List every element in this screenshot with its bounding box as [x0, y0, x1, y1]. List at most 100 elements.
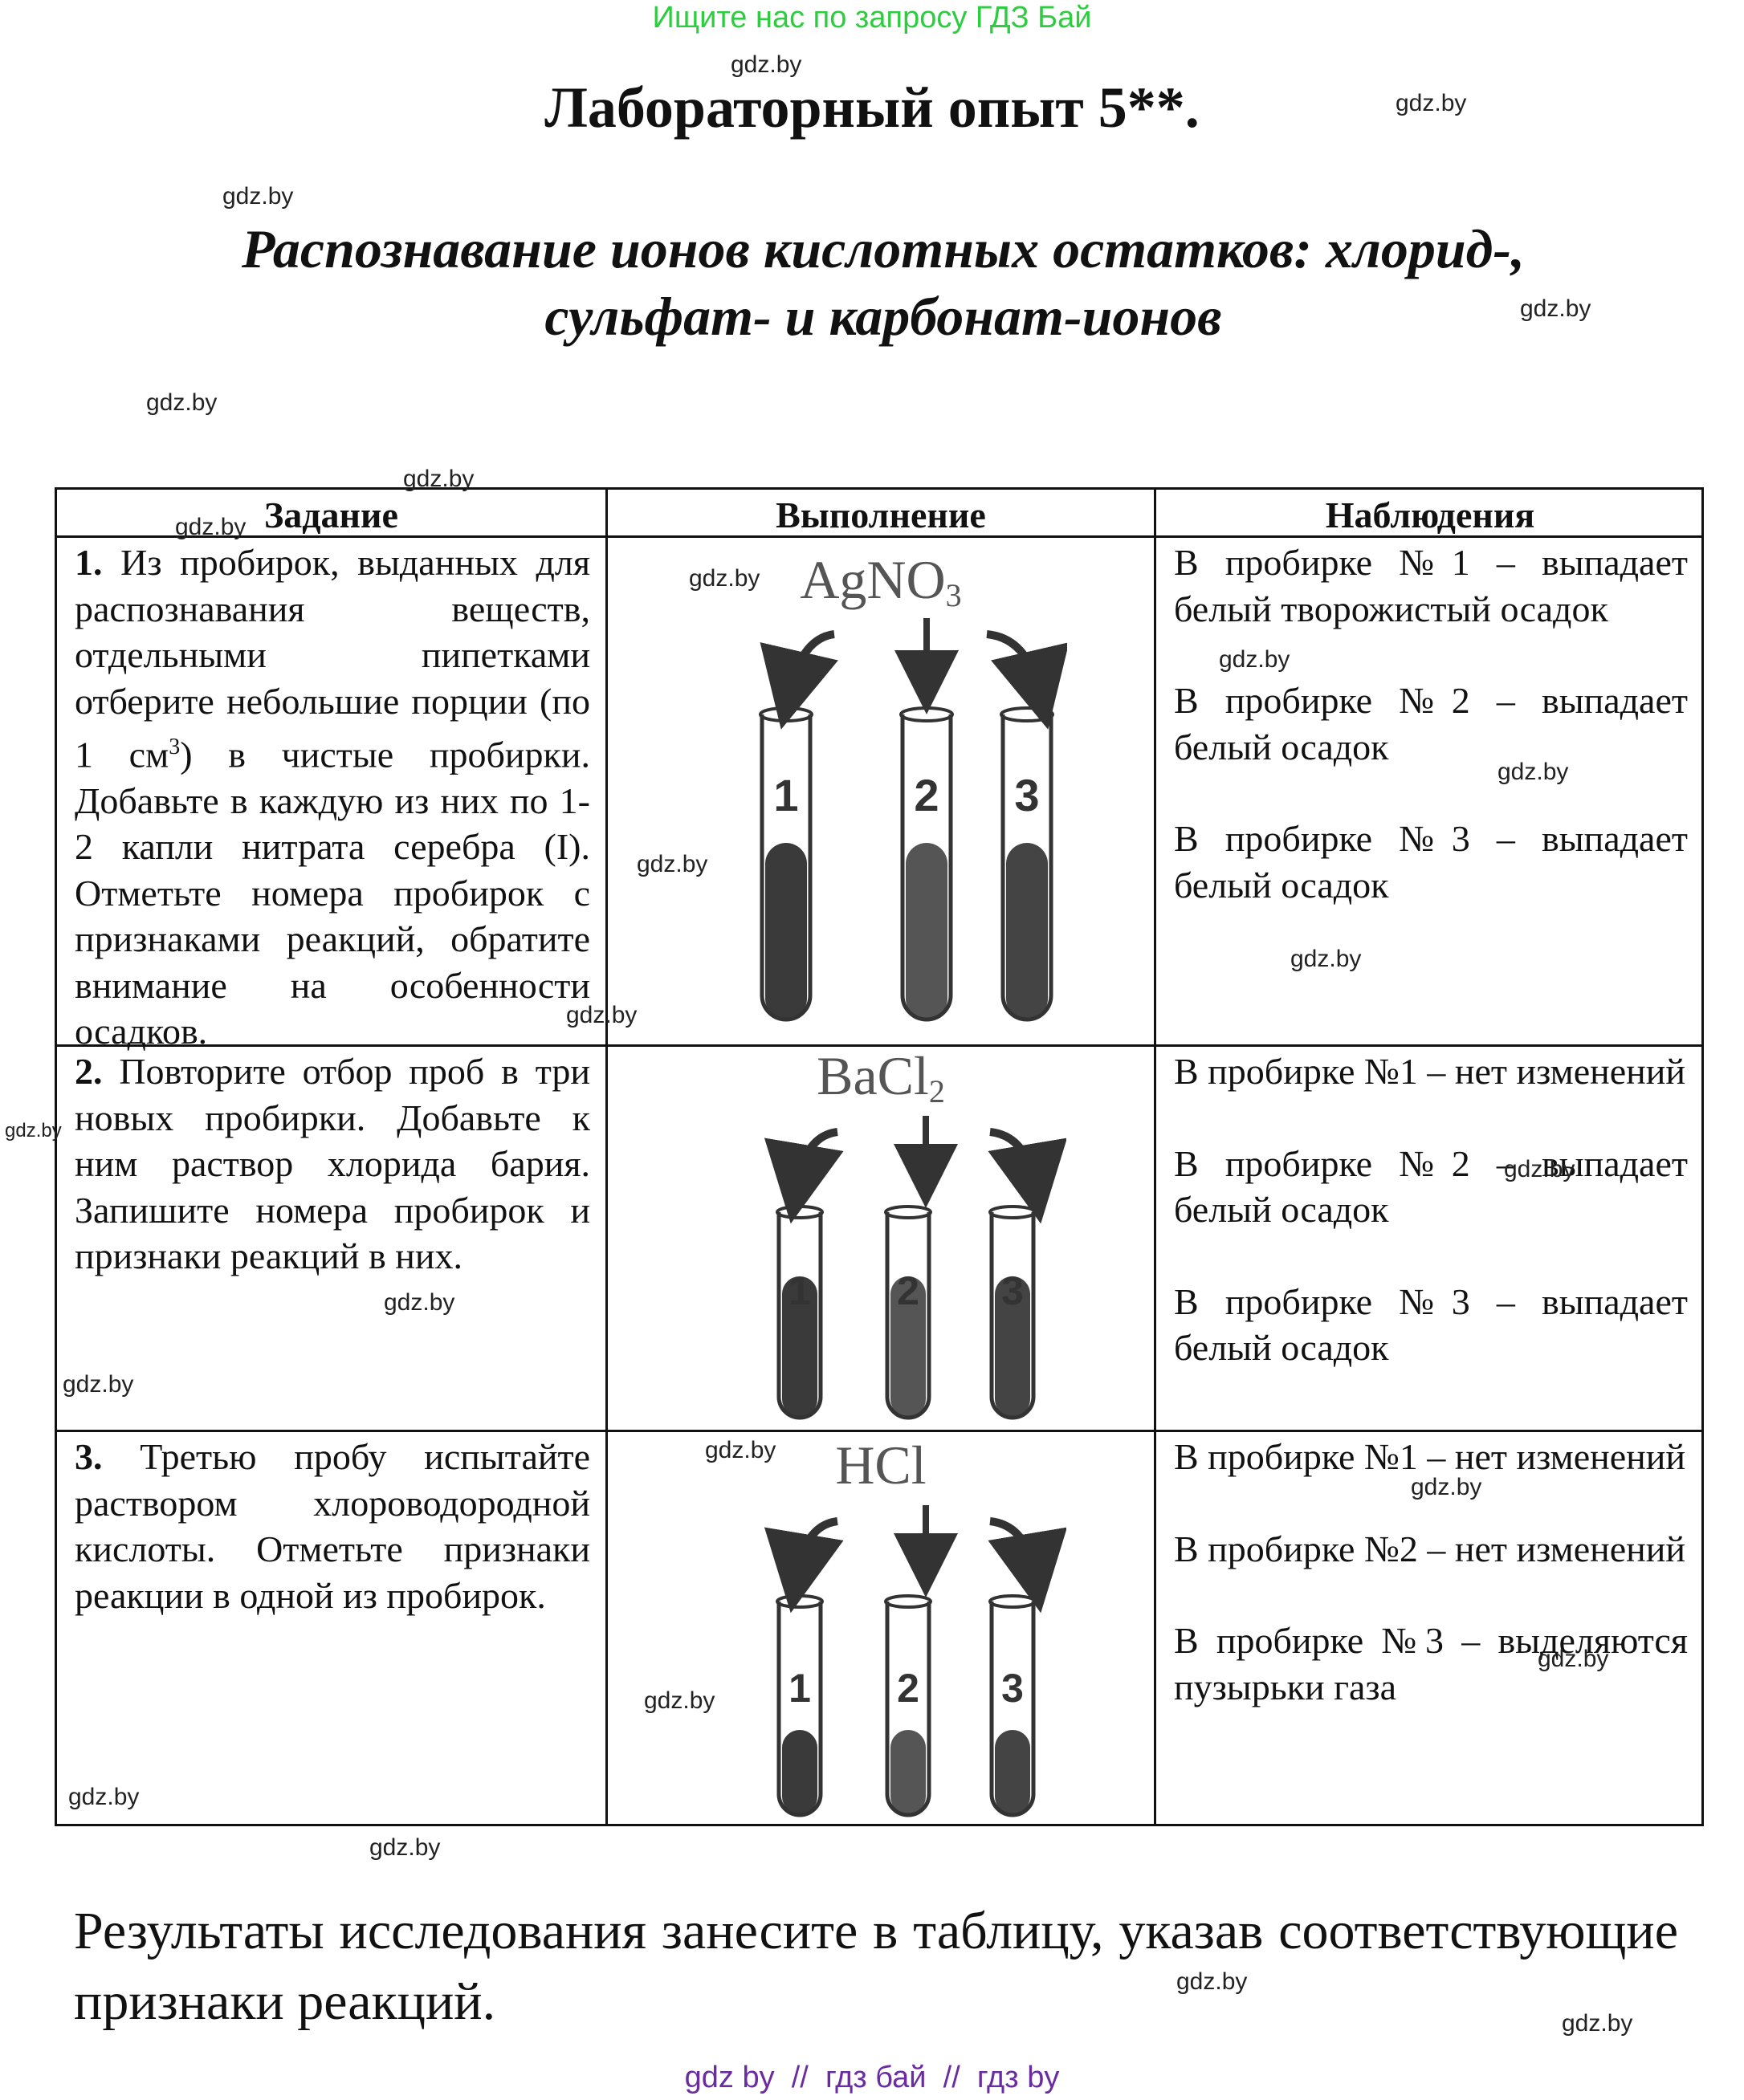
- test-tube-icon: 3: [1000, 706, 1054, 1022]
- site-links: gdz by // гдз бай // гдз by: [0, 2060, 1744, 2095]
- watermark: gdz.by: [68, 1784, 140, 1810]
- header-divider: [57, 535, 1701, 538]
- arrow-left-icon: [764, 1128, 844, 1224]
- reagent-label: AgNO: [800, 549, 946, 610]
- arrow-right-icon: [986, 630, 1067, 730]
- watermark: gdz.by: [689, 565, 760, 592]
- observation: В пробирке №2 – нет изменений: [1174, 1528, 1686, 1569]
- task-3-body: Третью пробу испытайте раствором хлорово…: [75, 1436, 590, 1616]
- watermark: gdz.by: [1411, 1474, 1482, 1500]
- task-1-part-a: Из пробирок, выданных для распознавания …: [75, 542, 591, 775]
- task-3-text: 3. Третью пробу испытайте раствором хлор…: [75, 1434, 590, 1618]
- test-tube-icon: 1: [776, 1594, 824, 1817]
- task-number: 2.: [75, 1051, 103, 1092]
- tube-label: 2: [897, 1666, 919, 1711]
- link-separator: //: [791, 2061, 809, 2094]
- watermark: gdz.by: [1504, 1156, 1575, 1182]
- experiment-table: Задание Выполнение Наблюдения 1. Из проб…: [55, 487, 1704, 1826]
- watermark: gdz.by: [705, 1437, 776, 1463]
- task-number: 3.: [75, 1436, 103, 1477]
- test-tube-icon: 1: [776, 1205, 824, 1420]
- page-subtitle: Распознавание ионов кислотных остатков: …: [120, 215, 1646, 350]
- task-2-text: 2. Повторите отбор проб в три новых проб…: [75, 1048, 590, 1280]
- reagent-label: BaCl: [817, 1045, 929, 1106]
- tube-label: 2: [897, 1268, 919, 1313]
- observation: В пробирке №3 – выпадает белый осадок: [1174, 818, 1688, 906]
- watermark: gdz.by: [1562, 2010, 1633, 2037]
- test-tubes-illustration: 1 2 3: [759, 618, 1067, 1022]
- header-task: Задание: [264, 494, 398, 535]
- observations-3: В пробирке №1 – нет изменений В пробирке…: [1174, 1434, 1688, 1710]
- observation: В пробирке №1 – нет изменений: [1174, 1436, 1686, 1477]
- reagent-agno3: AgNO3: [608, 547, 1154, 628]
- watermark: gdz.by: [1538, 1646, 1609, 1672]
- test-tube-icon: 3: [988, 1205, 1037, 1420]
- arrow-left-icon: [760, 630, 838, 730]
- watermark: gdz.by: [384, 1289, 455, 1316]
- watermark: gdz.by: [63, 1371, 134, 1398]
- watermark: gdz.by: [1497, 759, 1569, 785]
- observations-2: В пробирке №1 – нет изменений В пробирке…: [1174, 1048, 1688, 1371]
- watermark: gdz.by: [222, 183, 294, 210]
- subtitle-line-1: Распознавание ионов кислотных остатков: …: [241, 218, 1526, 279]
- column-divider: [605, 490, 608, 1824]
- arrow-right-icon: [988, 1517, 1066, 1614]
- observation: В пробирке №3 – выпадает белый осадок: [1174, 1280, 1688, 1369]
- watermark: gdz.by: [403, 466, 475, 492]
- reagent-label: HCl: [835, 1435, 927, 1496]
- tube-label: 2: [914, 770, 939, 820]
- test-tube-icon: 2: [884, 1205, 932, 1420]
- observation: В пробирке №1 – выпадает белый творожист…: [1174, 542, 1688, 629]
- watermark: gdz.by: [175, 514, 247, 540]
- arrow-left-icon: [764, 1517, 844, 1614]
- link-gdz-by[interactable]: gdz by: [684, 2061, 775, 2094]
- results-instruction: Результаты исследования занесите в табли…: [74, 1902, 1678, 2031]
- row-divider: [57, 1430, 1701, 1432]
- observation: В пробирке №2 – выпадает белый осадок: [1174, 1142, 1688, 1231]
- test-tube-icon: 1: [759, 706, 813, 1022]
- watermark: gdz.by: [644, 1687, 715, 1714]
- reagent-subscript: 3: [945, 577, 962, 613]
- tube-label: 3: [1001, 1268, 1024, 1313]
- column-divider: [1154, 490, 1156, 1824]
- observation: В пробирке №2 – выпадает белый осадок: [1174, 680, 1688, 767]
- observations-1: В пробирке №1 – выпадает белый творожист…: [1174, 539, 1688, 908]
- reagent-bacl2: BaCl2: [608, 1044, 1154, 1124]
- link-gdz-by-alt[interactable]: гдз by: [976, 2061, 1060, 2094]
- watermark: gdz.by: [1290, 946, 1362, 972]
- row-divider: [57, 1044, 1701, 1047]
- watermark: gdz.by: [146, 389, 218, 416]
- reagent-hcl: HCl: [608, 1433, 1154, 1497]
- watermark: gdz.by: [1219, 646, 1290, 673]
- subtitle-line-2: сульфат- и карбонат-ионов: [544, 286, 1222, 347]
- watermark: gdz.by: [1520, 295, 1591, 322]
- task-1-text: 1. Из пробирок, выданных для распознаван…: [75, 539, 591, 1052]
- header-execution: Выполнение: [776, 494, 986, 535]
- test-tubes-illustration: 1 2 3: [764, 1116, 1066, 1420]
- page-title: Лабораторный опыт 5**.: [544, 75, 1200, 140]
- watermark: gdz.by: [1396, 90, 1467, 116]
- watermark: gdz.by: [566, 1002, 638, 1028]
- test-tube-icon: 3: [988, 1594, 1037, 1817]
- tube-label: 1: [788, 1268, 811, 1313]
- watermark: gdz.by: [731, 51, 802, 78]
- search-banner: Ищите нас по запросу ГДЗ Бай: [652, 1, 1092, 35]
- watermark: gdz.by: [5, 1120, 62, 1142]
- observation: В пробирке №3 – выделяются пузырьки газа: [1174, 1620, 1688, 1707]
- header-observations: Наблюдения: [1325, 494, 1535, 535]
- test-tube-icon: 2: [884, 1594, 932, 1817]
- test-tube-icon: 2: [899, 706, 954, 1022]
- test-tubes-illustration: 1 2 3: [764, 1505, 1066, 1817]
- tube-label: 1: [773, 770, 798, 820]
- watermark: gdz.by: [637, 851, 708, 877]
- tube-label: 3: [1001, 1666, 1024, 1711]
- tube-label: 1: [788, 1666, 811, 1711]
- link-gdz-bai[interactable]: гдз бай: [825, 2061, 927, 2094]
- task-1-part-b: ) в чистые пробирки. Добавьте в каждую и…: [75, 734, 590, 1052]
- link-separator: //: [943, 2061, 960, 2094]
- task-1-superscript: 3: [169, 735, 181, 759]
- tube-label: 3: [1014, 770, 1039, 820]
- watermark: gdz.by: [1176, 1968, 1248, 1995]
- arrow-right-icon: [988, 1128, 1066, 1224]
- reagent-subscript: 2: [928, 1073, 945, 1109]
